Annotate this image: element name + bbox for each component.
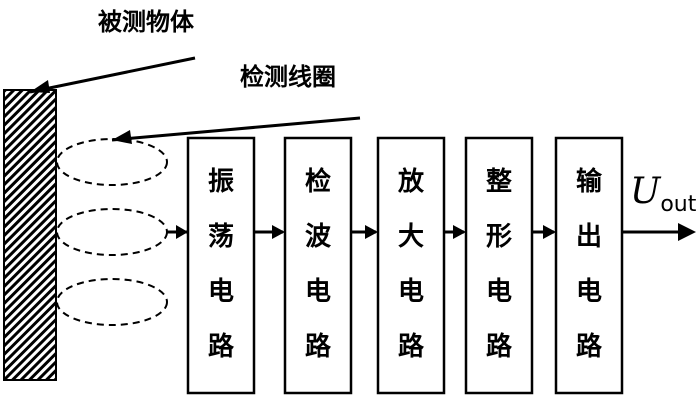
arrowhead-oscillator-to-detector [272,225,285,239]
block-detector [283,136,353,395]
block-shaper-char-3: 路 [486,331,513,362]
object-pointer-arrow [29,56,196,94]
block-shaper [464,136,534,395]
block-oscillator [186,136,256,395]
object-pointer-arrowhead [30,80,50,93]
block-amplifier-char-0: 放 [397,166,425,197]
output-arrowhead [678,223,696,241]
coil-loop-bottom [56,278,168,326]
block-oscillator-char-2: 电 [208,277,234,307]
arrowhead-detector-to-amplifier [365,225,378,239]
test-object [3,89,57,381]
block-detector-char-0: 检 [305,166,331,197]
block-output-char-0: 输 [576,166,603,197]
block-output-char-1: 出 [576,222,602,252]
coil-pointer-arrowhead [112,130,132,144]
block-output-char-3: 路 [576,331,603,362]
block-output-char-2: 电 [576,277,602,307]
block-detector-char-2: 电 [305,277,331,307]
object-label: 被测物体 [98,8,195,36]
arrowhead-amplifier-to-shaper [453,225,466,239]
coil-label: 检测线圈 [240,63,336,91]
block-shaper-char-2: 电 [486,277,512,307]
arrow-coil-to-oscillator-head [176,225,188,239]
output-label: Uout [630,171,697,217]
block-amplifier-char-1: 大 [398,222,424,252]
output-subscript: out [660,192,696,217]
coil-pointer-arrow [111,116,361,142]
arrowhead-shaper-to-output [543,225,556,239]
block-oscillator-char-3: 路 [208,331,235,362]
block-detector-char-1: 波 [305,222,332,252]
coil-loop-top [56,138,168,186]
block-amplifier [376,136,446,395]
block-oscillator-char-1: 荡 [208,222,234,252]
block-amplifier-char-3: 路 [398,331,425,362]
block-shaper-char-0: 整 [486,166,512,197]
block-oscillator-char-0: 振 [208,167,234,197]
coil-loop-middle [56,208,168,256]
block-detector-char-3: 路 [305,331,332,362]
output-symbol: U [630,171,662,212]
block-shaper-char-1: 形 [486,222,512,252]
block-amplifier-char-2: 电 [398,277,424,307]
block-output [554,136,624,395]
